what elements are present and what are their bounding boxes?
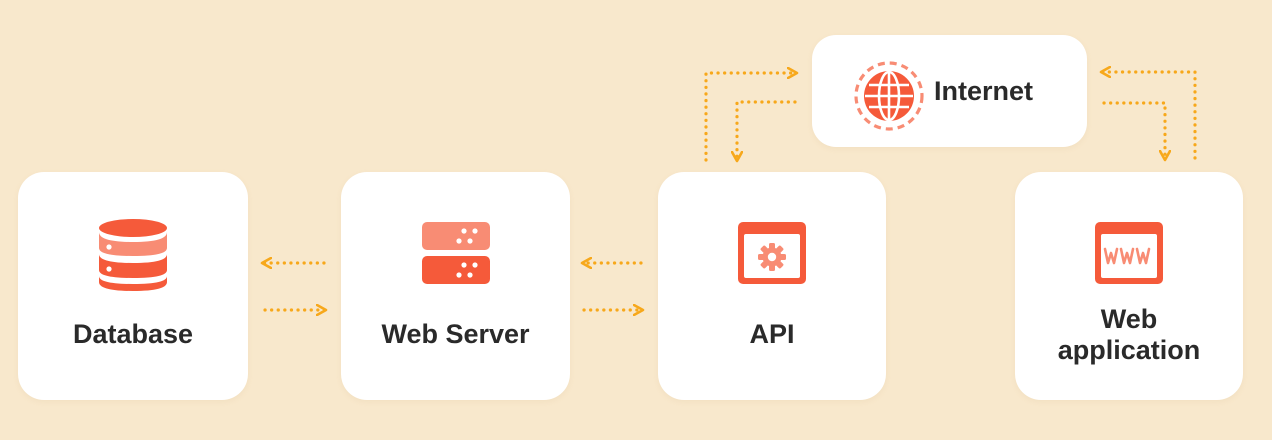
server-icon xyxy=(422,222,490,284)
web-server-label: Web Server xyxy=(381,319,530,349)
database-node: Database xyxy=(18,172,248,400)
arrow-internet-to-api xyxy=(737,100,797,163)
internet-label: Internet xyxy=(934,76,1034,106)
api-label: API xyxy=(749,319,795,349)
arrow-internet-to-webapp xyxy=(1102,101,1165,162)
database-label: Database xyxy=(72,319,194,349)
globe-icon xyxy=(854,61,924,131)
database-icon xyxy=(99,219,167,291)
www-window-icon xyxy=(1095,222,1163,284)
web-application-label: Web application xyxy=(1057,304,1201,365)
api-node: API xyxy=(658,172,886,400)
web-server-node: Web Server xyxy=(341,172,570,400)
arrow-api-to-internet xyxy=(704,73,799,162)
api-settings-window-icon xyxy=(738,222,806,284)
web-application-node: Web application xyxy=(1015,172,1243,400)
internet-node: Internet xyxy=(812,35,1087,147)
arrow-webapp-to-internet xyxy=(1099,72,1197,160)
